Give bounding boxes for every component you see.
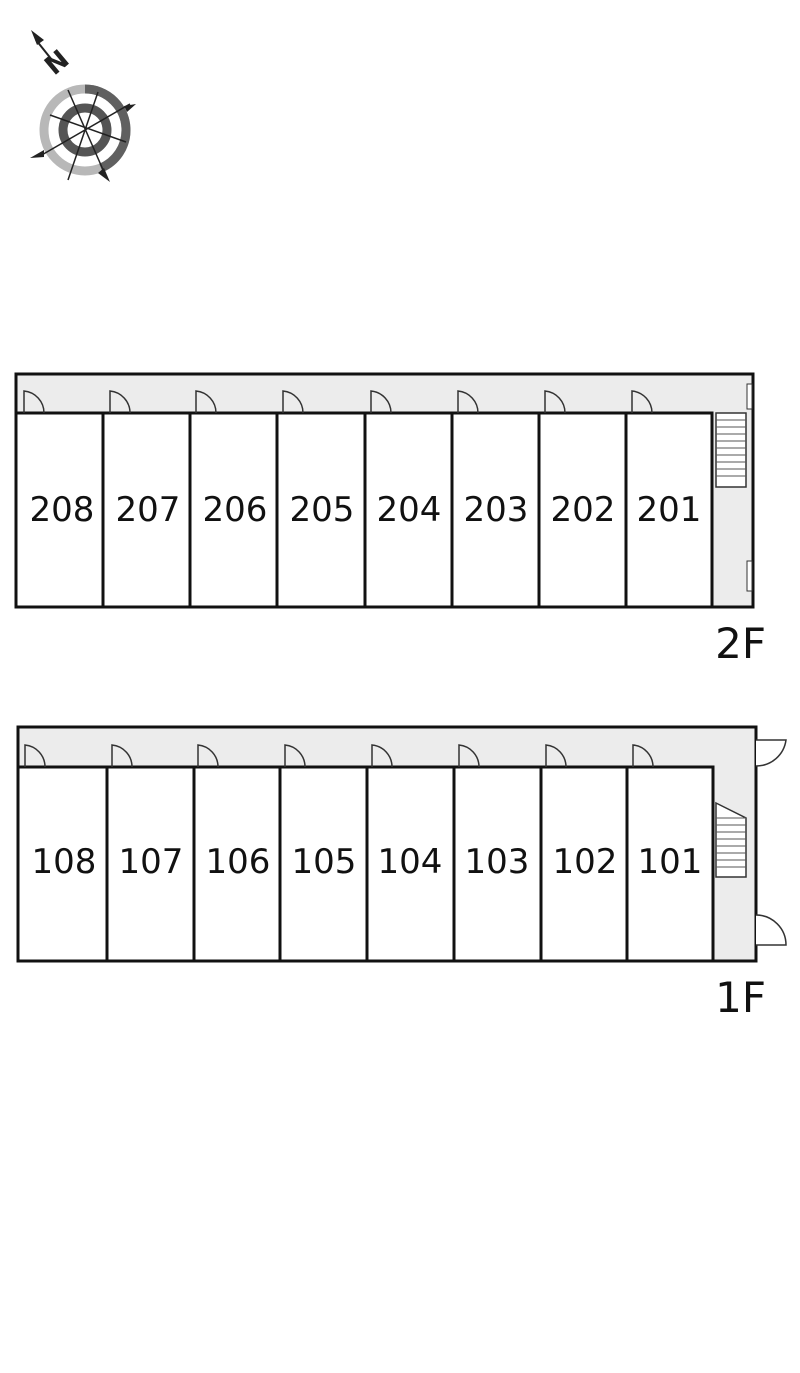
door-icon [109,390,131,414]
unit-label: 208 [30,490,95,530]
unit-label: 104 [378,842,443,882]
door-icon [632,744,654,768]
unit-202: 202 [537,390,628,609]
door-icon [111,744,133,768]
unit-203: 203 [450,390,541,609]
unit-label: 108 [32,842,97,882]
door-icon [631,390,653,414]
unit-205: 205 [275,390,367,609]
unit-label: 206 [203,490,268,530]
unit-207: 207 [101,390,192,609]
unit-105: 105 [278,744,369,963]
stairs-icon [715,412,747,488]
door-icon [371,744,393,768]
floor-2f: 208 207 206 205 204 203 [14,372,766,668]
unit-107: 107 [105,744,196,963]
unit-104: 104 [365,744,456,963]
door-icon [24,744,46,768]
unit-label: 207 [116,490,181,530]
unit-label: 106 [206,842,271,882]
unit-label: 205 [290,490,355,530]
stairs-icon [715,801,747,878]
unit-label: 204 [377,490,442,530]
door-icon [545,744,567,768]
window-mark [746,383,753,592]
door-icon [544,390,566,414]
unit-label: 203 [464,490,529,530]
entrance-door-icon [755,739,787,946]
unit-102: 102 [539,744,629,963]
compass: N [30,30,136,182]
unit-label: 107 [119,842,184,882]
door-icon [282,390,304,414]
door-icon [370,390,392,414]
door-icon [197,744,219,768]
unit-label: 201 [637,490,702,530]
unit-label: 202 [551,490,616,530]
floor-1f: 108 107 106 105 104 103 [16,725,787,1022]
unit-label: 103 [465,842,530,882]
unit-201: 201 [624,390,714,609]
unit-label: 102 [553,842,618,882]
unit-label: 101 [638,842,703,882]
unit-106: 106 [192,744,282,963]
unit-108: 108 [16,744,109,963]
floor-label: 1F [715,973,766,1022]
unit-103: 103 [452,744,543,963]
unit-206: 206 [188,390,279,609]
compass-rose-icon [30,30,136,182]
unit-label: 105 [292,842,357,882]
door-icon [23,390,45,414]
door-icon [457,390,479,414]
door-icon [195,390,217,414]
unit-208: 208 [14,390,105,609]
floor-label: 2F [715,619,766,668]
unit-101: 101 [625,744,715,963]
door-icon [284,744,306,768]
unit-204: 204 [363,390,454,609]
door-icon [458,744,480,768]
